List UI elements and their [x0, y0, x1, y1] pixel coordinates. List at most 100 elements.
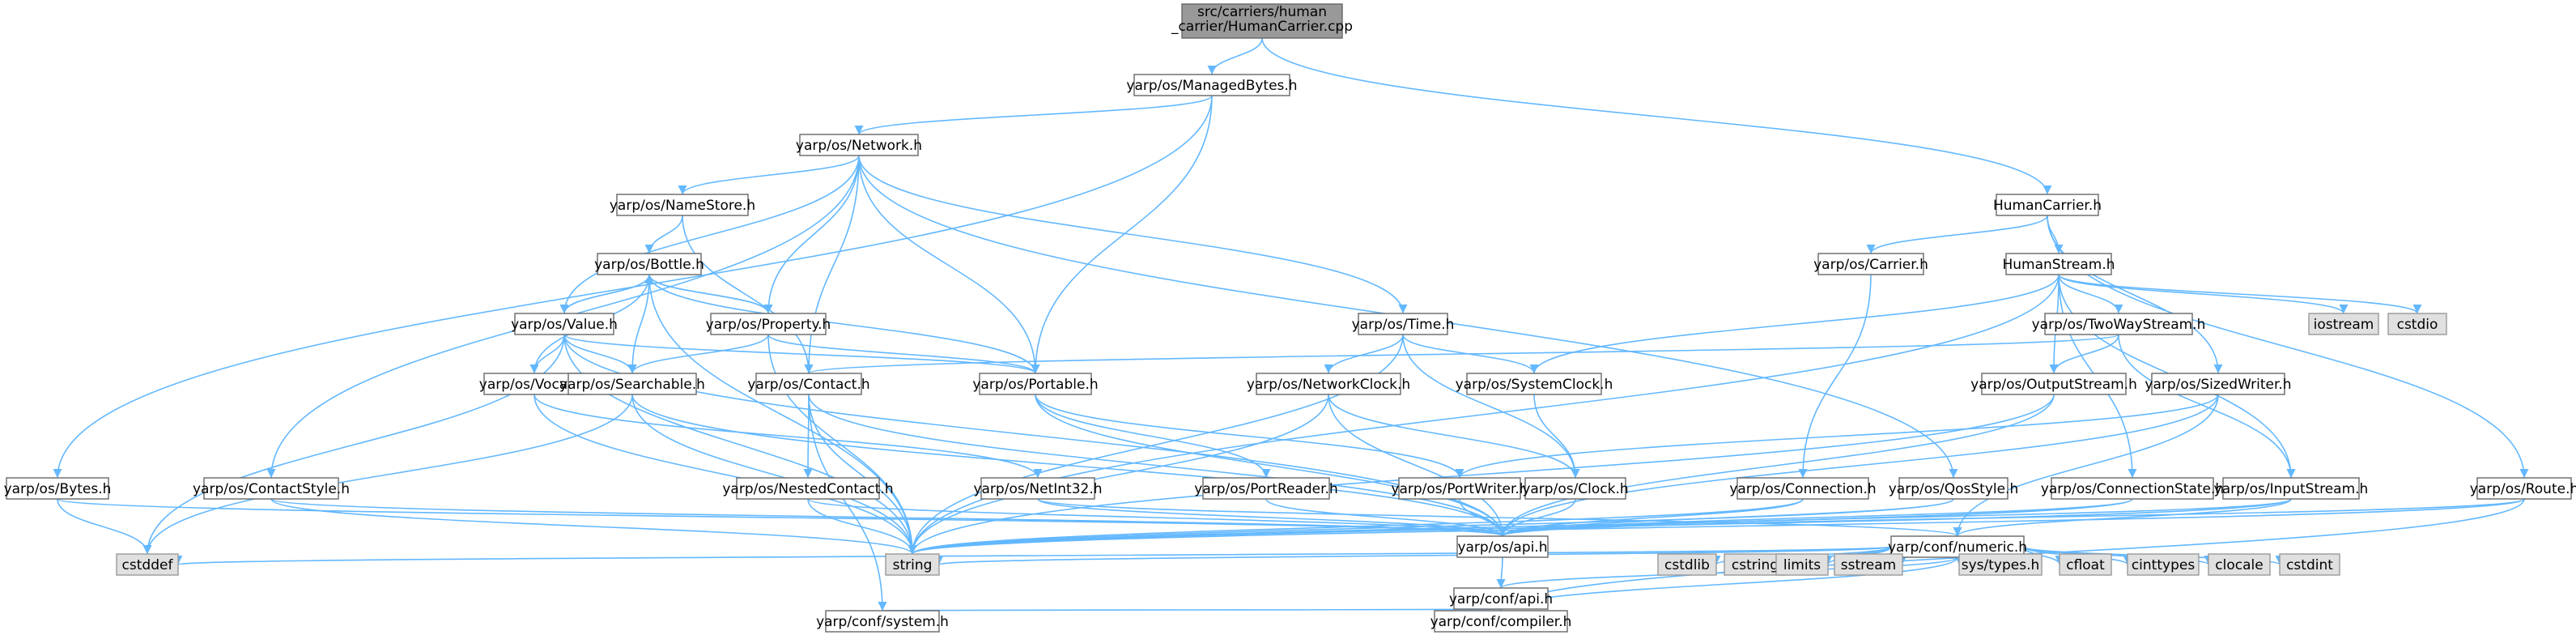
node-connectionstate[interactable]: yarp/os/ConnectionState.h	[2041, 477, 2224, 500]
edge-contactstyle-to-string	[270, 498, 917, 555]
node-label-connection: yarp/os/Connection.h	[1729, 481, 1876, 497]
node-managedbytes[interactable]: yarp/os/ManagedBytes.h	[1126, 74, 1298, 96]
edge-portable-to-portwriter	[1035, 394, 1464, 479]
node-confcompiler[interactable]: yarp/conf/compiler.h	[1430, 610, 1572, 633]
node-label-osapi: yarp/os/api.h	[1457, 539, 1547, 556]
edge-numeric-to-string	[935, 546, 1892, 565]
node-label-connectionstate: yarp/os/ConnectionState.h	[2041, 481, 2224, 497]
node-label-confapi: yarp/conf/api.h	[1449, 591, 1553, 607]
edge-route-to-osapi	[1498, 498, 2525, 537]
edge-humanstream-to-string	[908, 274, 2060, 555]
node-network[interactable]: yarp/os/Network.h	[796, 134, 922, 156]
edge-searchable-to-cstddef	[142, 394, 633, 555]
edge-value-to-cstddef	[142, 334, 565, 555]
node-inputstream[interactable]: yarp/os/InputStream.h	[2214, 477, 2369, 500]
node-label-portreader: yarp/os/PortReader.h	[1194, 481, 1337, 497]
node-confsystem[interactable]: yarp/conf/system.h	[816, 610, 949, 633]
edge-time-to-clock	[1402, 334, 1580, 479]
edge-vocab-to-string	[533, 394, 917, 555]
node-time[interactable]: yarp/os/Time.h	[1352, 313, 1455, 335]
edge-osapi-to-confapi	[1496, 556, 1506, 589]
edge-outputstream-to-string	[908, 394, 2055, 555]
node-label-cstddef: cstddef	[122, 557, 174, 573]
node-label-property: yarp/os/Property.h	[706, 317, 831, 333]
node-clock[interactable]: yarp/os/Clock.h	[1522, 477, 1629, 500]
edge-contact-to-osapi	[808, 394, 1507, 537]
edge-connection-to-string	[908, 498, 1804, 555]
file-nodes: src/carriers/human_carrier/HumanCarrier.…	[4, 3, 2576, 633]
edge-twowaystream-to-inputstream	[2118, 334, 2296, 479]
edge-namestore-to-bottle	[644, 215, 683, 254]
node-humancarrier_h[interactable]: HumanCarrier.h	[1993, 194, 2102, 216]
edge-value-to-osapi	[563, 334, 1507, 537]
node-label-confcompiler: yarp/conf/compiler.h	[1430, 614, 1572, 630]
node-portable[interactable]: yarp/os/Portable.h	[972, 373, 1099, 395]
node-route[interactable]: yarp/os/Route.h	[2470, 477, 2576, 500]
node-label-systemclock: yarp/os/SystemClock.h	[1456, 377, 1613, 393]
edge-property-to-bottle	[644, 274, 769, 314]
node-cfloat: cfloat	[2059, 553, 2112, 576]
edge-systemclock-to-clock	[1533, 394, 1580, 479]
node-value[interactable]: yarp/os/Value.h	[511, 313, 618, 335]
node-confapi[interactable]: yarp/conf/api.h	[1449, 587, 1553, 610]
node-label-systypes: sys/types.h	[1962, 557, 2040, 573]
edge-network-to-time	[858, 155, 1408, 314]
edge-managedbytes-to-portable	[1031, 95, 1213, 374]
node-contact[interactable]: yarp/os/Contact.h	[747, 373, 870, 395]
node-label-string: string	[893, 557, 933, 573]
edge-managedbytes-to-network	[854, 95, 1213, 135]
node-connection[interactable]: yarp/os/Connection.h	[1729, 477, 1877, 500]
node-contactstyle[interactable]: yarp/os/ContactStyle.h	[193, 477, 350, 500]
node-humanstream[interactable]: HumanStream.h	[2003, 253, 2115, 275]
node-qosstyle[interactable]: yarp/os/QosStyle.h	[1889, 477, 2019, 500]
node-label-namestore: yarp/os/NameStore.h	[610, 198, 755, 214]
node-numeric[interactable]: yarp/conf/numeric.h	[1888, 535, 2027, 558]
edge-sizedwriter-to-numeric	[1953, 394, 2219, 537]
node-sstream: sstream	[1834, 553, 1903, 576]
node-portwriter[interactable]: yarp/os/PortWriter.h	[1391, 477, 1528, 500]
node-systypes: sys/types.h	[1958, 553, 2043, 576]
node-outputstream[interactable]: yarp/os/OutputStream.h	[1970, 373, 2137, 395]
node-namestore[interactable]: yarp/os/NameStore.h	[610, 194, 755, 216]
edge-inputstream-to-string	[908, 498, 2292, 555]
node-netint32[interactable]: yarp/os/NetInt32.h	[973, 477, 1103, 500]
edge-outputstream-to-osapi	[1498, 394, 2055, 537]
node-networkclock[interactable]: yarp/os/NetworkClock.h	[1247, 373, 1410, 395]
node-systemclock[interactable]: yarp/os/SystemClock.h	[1456, 373, 1613, 395]
node-label-portwriter: yarp/os/PortWriter.h	[1391, 481, 1528, 497]
node-bytes[interactable]: yarp/os/Bytes.h	[4, 477, 112, 500]
edge-network-to-namestore	[678, 155, 860, 195]
node-label-vocab: yarp/os/Vocab.h	[479, 377, 589, 393]
node-label-twowaystream: yarp/os/TwoWayStream.h	[2032, 317, 2206, 333]
edge-network-to-property	[763, 155, 860, 314]
node-osapi[interactable]: yarp/os/api.h	[1456, 535, 1549, 558]
node-searchable[interactable]: yarp/os/Searchable.h	[559, 373, 705, 395]
node-root[interactable]: src/carriers/human_carrier/HumanCarrier.…	[1171, 3, 1353, 39]
node-sizedwriter[interactable]: yarp/os/SizedWriter.h	[2145, 373, 2292, 395]
edge-networkclock-to-clock	[1328, 394, 1580, 479]
node-label-managedbytes: yarp/os/ManagedBytes.h	[1126, 78, 1297, 94]
node-bottle[interactable]: yarp/os/Bottle.h	[594, 253, 704, 275]
edge-network-to-portable	[858, 155, 1040, 374]
node-label-humanstream: HumanStream.h	[2003, 257, 2115, 273]
edge-time-to-networkclock	[1324, 334, 1404, 374]
node-nestedcontact[interactable]: yarp/os/NestedContact.h	[722, 477, 894, 500]
edge-contactstyle-to-osapi	[270, 498, 1507, 537]
node-carrier[interactable]: yarp/os/Carrier.h	[1813, 253, 1928, 275]
edge-root-to-managedbytes	[1207, 37, 1263, 75]
edge-humancarrier_h-to-humanstream	[2047, 215, 2064, 254]
edge-network-to-contact	[804, 155, 860, 374]
edge-nestedcontact-to-string	[807, 498, 917, 555]
node-label-carrier: yarp/os/Carrier.h	[1813, 257, 1928, 273]
edge-portreader-to-osapi	[1265, 498, 1507, 537]
edge-contact-to-confsystem	[808, 394, 887, 612]
node-property[interactable]: yarp/os/Property.h	[706, 313, 831, 335]
edge-bottle-to-portable	[648, 274, 1040, 374]
node-label-cstdlib: cstdlib	[1664, 557, 1710, 573]
node-portreader[interactable]: yarp/os/PortReader.h	[1194, 477, 1338, 500]
node-twowaystream[interactable]: yarp/os/TwoWayStream.h	[2032, 313, 2206, 335]
node-label-root-2: _carrier/HumanCarrier.cpp	[1171, 19, 1353, 35]
edge-sizedwriter-to-portwriter	[1455, 394, 2219, 479]
node-label-cfloat: cfloat	[2066, 557, 2105, 573]
edge-confapi-to-confsystem	[882, 600, 1502, 612]
